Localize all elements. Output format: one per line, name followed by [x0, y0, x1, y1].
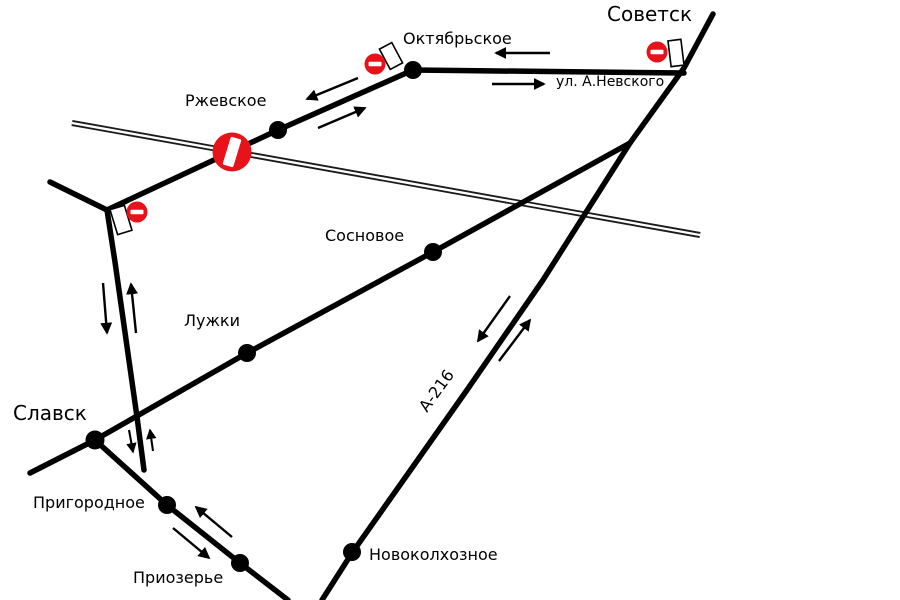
dot-prigorodnoye: [158, 496, 176, 514]
label-prigorodnoye: Пригородное: [33, 493, 145, 512]
closure-plate-icon: [667, 38, 685, 68]
arrow-a216-southwest-icon: [476, 295, 511, 343]
no-entry-signs: [126, 41, 668, 223]
closure-plate-icon: [378, 41, 404, 71]
label-priozerye: Приозерье: [133, 568, 224, 587]
arrow-southwest-icon: [305, 76, 359, 101]
dot-oktyabrskoye: [404, 61, 422, 79]
arrow-southeast-icon: [172, 527, 211, 560]
closure-plate-icon: [109, 204, 133, 236]
settlement-dots: [85, 61, 442, 572]
label-luzhki: Лужки: [184, 311, 240, 330]
dot-novokolkhoznoye: [343, 543, 361, 561]
railway-line: [71, 120, 701, 238]
road-a216-sovetsk: [319, 11, 716, 600]
no-entry-sign-icon: [364, 53, 386, 75]
dot-rzhevskoye: [269, 121, 287, 139]
no-entry-sign-icon: [126, 201, 148, 223]
arrow-north-short-icon: [146, 428, 157, 452]
dot-sosnovoye: [424, 243, 442, 261]
arrow-south-icon: [100, 282, 113, 335]
label-novokolkhoznoye: Новоколхозное: [369, 545, 498, 564]
arrow-south-short-icon: [126, 429, 137, 454]
road-prigorodnoye-priozerye: [92, 437, 291, 600]
label-oktyabrskoye: Октябрьское: [403, 29, 512, 48]
arrow-a216-northeast-icon: [498, 318, 532, 362]
label-rzhevskoye: Ржевское: [185, 91, 267, 110]
road-nevsky-street: [410, 67, 687, 76]
arrow-north-icon: [126, 282, 139, 334]
road-spur-northwest: [47, 179, 110, 213]
no-entry-sign-large-icon: [212, 132, 252, 172]
dot-priozerye: [231, 554, 249, 572]
label-sosnovoye: Сосновое: [325, 226, 405, 245]
arrow-northwest-icon: [194, 505, 233, 538]
direction-arrows: [100, 47, 550, 560]
label-slavsk: Славск: [13, 401, 87, 425]
closure-plates: [109, 38, 685, 236]
arrow-northeast-icon: [317, 106, 367, 130]
label-sovetsk: Советск: [607, 2, 693, 26]
no-entry-sign-icon: [646, 41, 668, 63]
label-nevsky-street: ул. А.Невского: [556, 74, 665, 90]
dot-luzhki: [238, 344, 256, 362]
dot-slavsk: [85, 430, 105, 450]
road-slavsk-vertical: [104, 207, 147, 473]
